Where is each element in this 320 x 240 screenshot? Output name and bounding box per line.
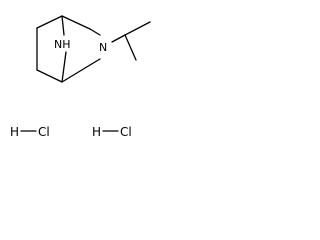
salt-hcl-1: H Cl — [10, 125, 50, 139]
bond-nh-c4 — [61, 51, 67, 83]
salt-h-label: H — [92, 125, 101, 139]
chemical-structure: NH N H Cl H Cl — [10, 15, 151, 139]
bond-c1-c2 — [36, 15, 63, 29]
bond-c3-c4 — [36, 69, 63, 83]
bicyclic-skeleton — [36, 15, 101, 83]
salt-h-label: H — [10, 125, 19, 139]
bond-ch-methyl-1 — [124, 21, 151, 36]
salt-cl-label: Cl — [120, 125, 132, 139]
isopropyl-group — [111, 21, 151, 61]
bond-ch-methyl-2 — [124, 34, 137, 61]
bond-n-c6 — [89, 58, 101, 66]
bond-c1-c5 — [61, 15, 91, 30]
atom-n-label: N — [99, 41, 107, 54]
bond-c6-c4 — [61, 64, 91, 83]
salt-hcl-2: H Cl — [92, 125, 132, 139]
atom-nh-label: NH — [54, 38, 71, 51]
bond-n-ch — [111, 34, 126, 43]
bond-c1-nh — [61, 15, 65, 36]
bond-c5-n — [89, 28, 101, 36]
salt-cl-label: Cl — [38, 125, 50, 139]
